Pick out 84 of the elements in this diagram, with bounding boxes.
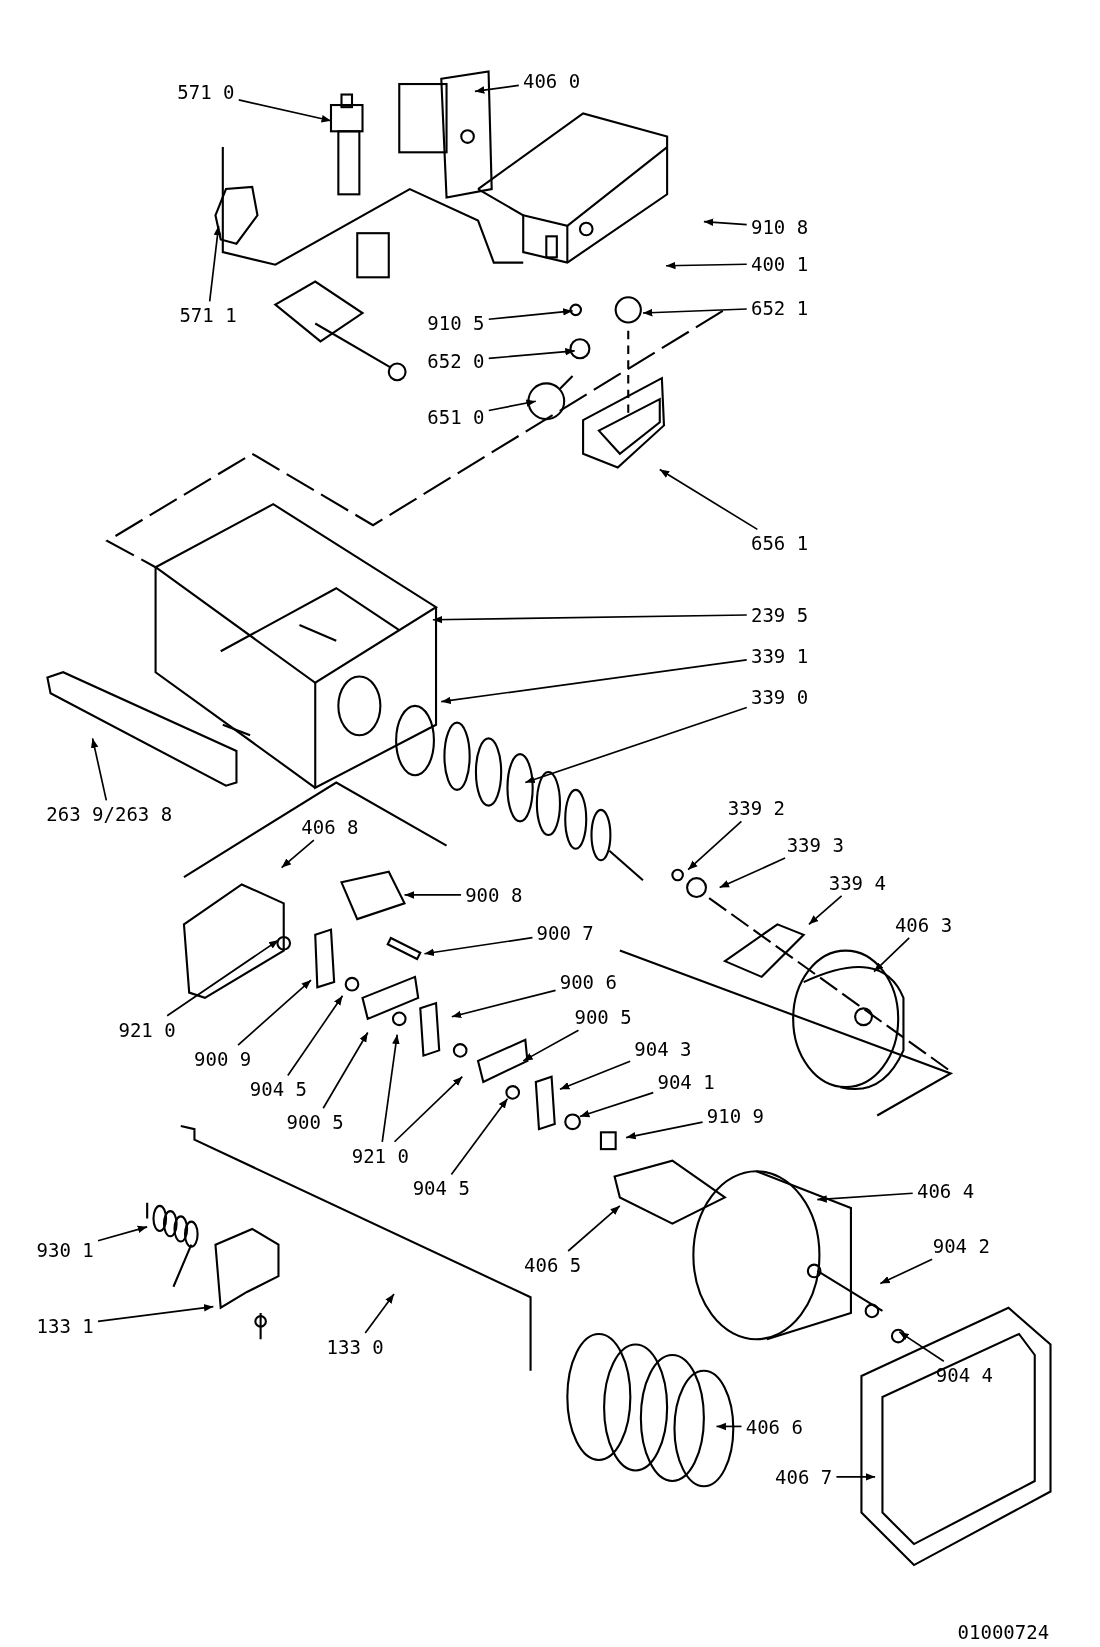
callout-number: 904 5 — [412, 1177, 470, 1199]
leader-line — [450, 1097, 509, 1176]
leader-line — [642, 308, 748, 317]
leader-line — [423, 936, 534, 957]
callout-number: 133 0 — [326, 1336, 384, 1358]
callout-number: 400 1 — [750, 253, 809, 275]
callout-number: 406 8 — [301, 816, 359, 838]
leader-line — [579, 1091, 655, 1118]
callout-number: 406 0 — [522, 70, 581, 92]
callout-number: 656 1 — [750, 532, 809, 554]
callout-number: 406 5 — [524, 1254, 582, 1276]
leader-line — [403, 891, 462, 899]
leader-line — [835, 1473, 876, 1481]
leader-line — [364, 1293, 395, 1334]
leader-line — [166, 939, 280, 1017]
callout-number: 571 1 — [179, 304, 237, 326]
leader-line — [658, 468, 759, 531]
leader-line — [898, 1331, 945, 1363]
leader-line — [90, 737, 108, 802]
leader-line — [287, 994, 344, 1077]
leader-line — [474, 84, 520, 94]
callout-number: 904 2 — [932, 1235, 990, 1257]
leader-line — [432, 614, 748, 624]
leader-line — [718, 857, 786, 889]
leader-line — [687, 820, 743, 871]
callout-number: 339 2 — [727, 797, 786, 819]
callout-number: 239 5 — [750, 604, 809, 626]
callout-number: 930 1 — [36, 1239, 94, 1261]
callout-number: 900 5 — [286, 1111, 344, 1133]
leader-line — [487, 347, 576, 360]
callout-number: 921 0 — [351, 1145, 409, 1167]
leader-line — [808, 895, 843, 926]
leader-line — [559, 1060, 631, 1091]
leader-line — [97, 1225, 148, 1242]
callout-number: 406 6 — [745, 1416, 803, 1438]
callout-number: 910 8 — [750, 216, 809, 238]
leader-line — [522, 1029, 580, 1062]
callout-number: 339 4 — [828, 872, 886, 893]
callout-number: 910 9 — [706, 1105, 764, 1127]
leader-line — [715, 1422, 743, 1431]
leader-line — [97, 1304, 215, 1323]
callout-number: 904 4 — [935, 1364, 994, 1386]
callout-number: 651 0 — [427, 406, 485, 428]
leader-line — [322, 1031, 369, 1110]
callout-number: 900 5 — [574, 1006, 632, 1028]
callout-number: 133 1 — [36, 1315, 94, 1337]
callout-number: 904 3 — [634, 1038, 692, 1059]
leader-line — [237, 99, 332, 123]
leader-line — [487, 308, 574, 321]
callout-number: 904 5 — [249, 1079, 307, 1100]
leader-line — [393, 1075, 464, 1143]
leader-line — [873, 937, 911, 973]
callout-number: 652 0 — [427, 350, 485, 372]
callout-number: 900 8 — [465, 884, 523, 906]
leader-line — [524, 706, 748, 784]
callout-number: 263 9/263 8 — [46, 803, 173, 825]
callout-number: 406 3 — [894, 914, 953, 935]
leader-line — [487, 399, 537, 412]
callout-number: 339 0 — [750, 686, 809, 707]
leader-line — [665, 261, 748, 270]
leader-line — [450, 989, 557, 1019]
callout-number: 339 3 — [786, 834, 844, 856]
leader-line — [381, 1033, 400, 1143]
callout-number: 900 7 — [536, 922, 594, 944]
callout-number: 921 0 — [118, 1019, 176, 1041]
callout-number: 571 0 — [177, 82, 235, 103]
leader-line — [625, 1121, 704, 1140]
leader-line — [879, 1258, 933, 1285]
callout-number: 910 5 — [427, 312, 485, 333]
callout-number: 900 6 — [559, 971, 617, 993]
leader-line — [237, 979, 312, 1046]
leader-line — [440, 659, 748, 705]
callout-number: 339 1 — [750, 645, 809, 666]
callout-number: 900 9 — [194, 1048, 252, 1070]
leader-line — [280, 839, 315, 869]
callout-number: 406 7 — [775, 1466, 833, 1488]
callout-number: 904 1 — [657, 1071, 715, 1093]
leader-line — [208, 225, 222, 303]
callout-number: 406 4 — [916, 1180, 975, 1202]
leader-line — [567, 1205, 621, 1252]
drawing-number: 01000724 — [957, 1621, 1050, 1643]
callout-number: 652 1 — [750, 297, 809, 319]
leader-line — [703, 218, 748, 227]
leader-line — [816, 1192, 914, 1203]
